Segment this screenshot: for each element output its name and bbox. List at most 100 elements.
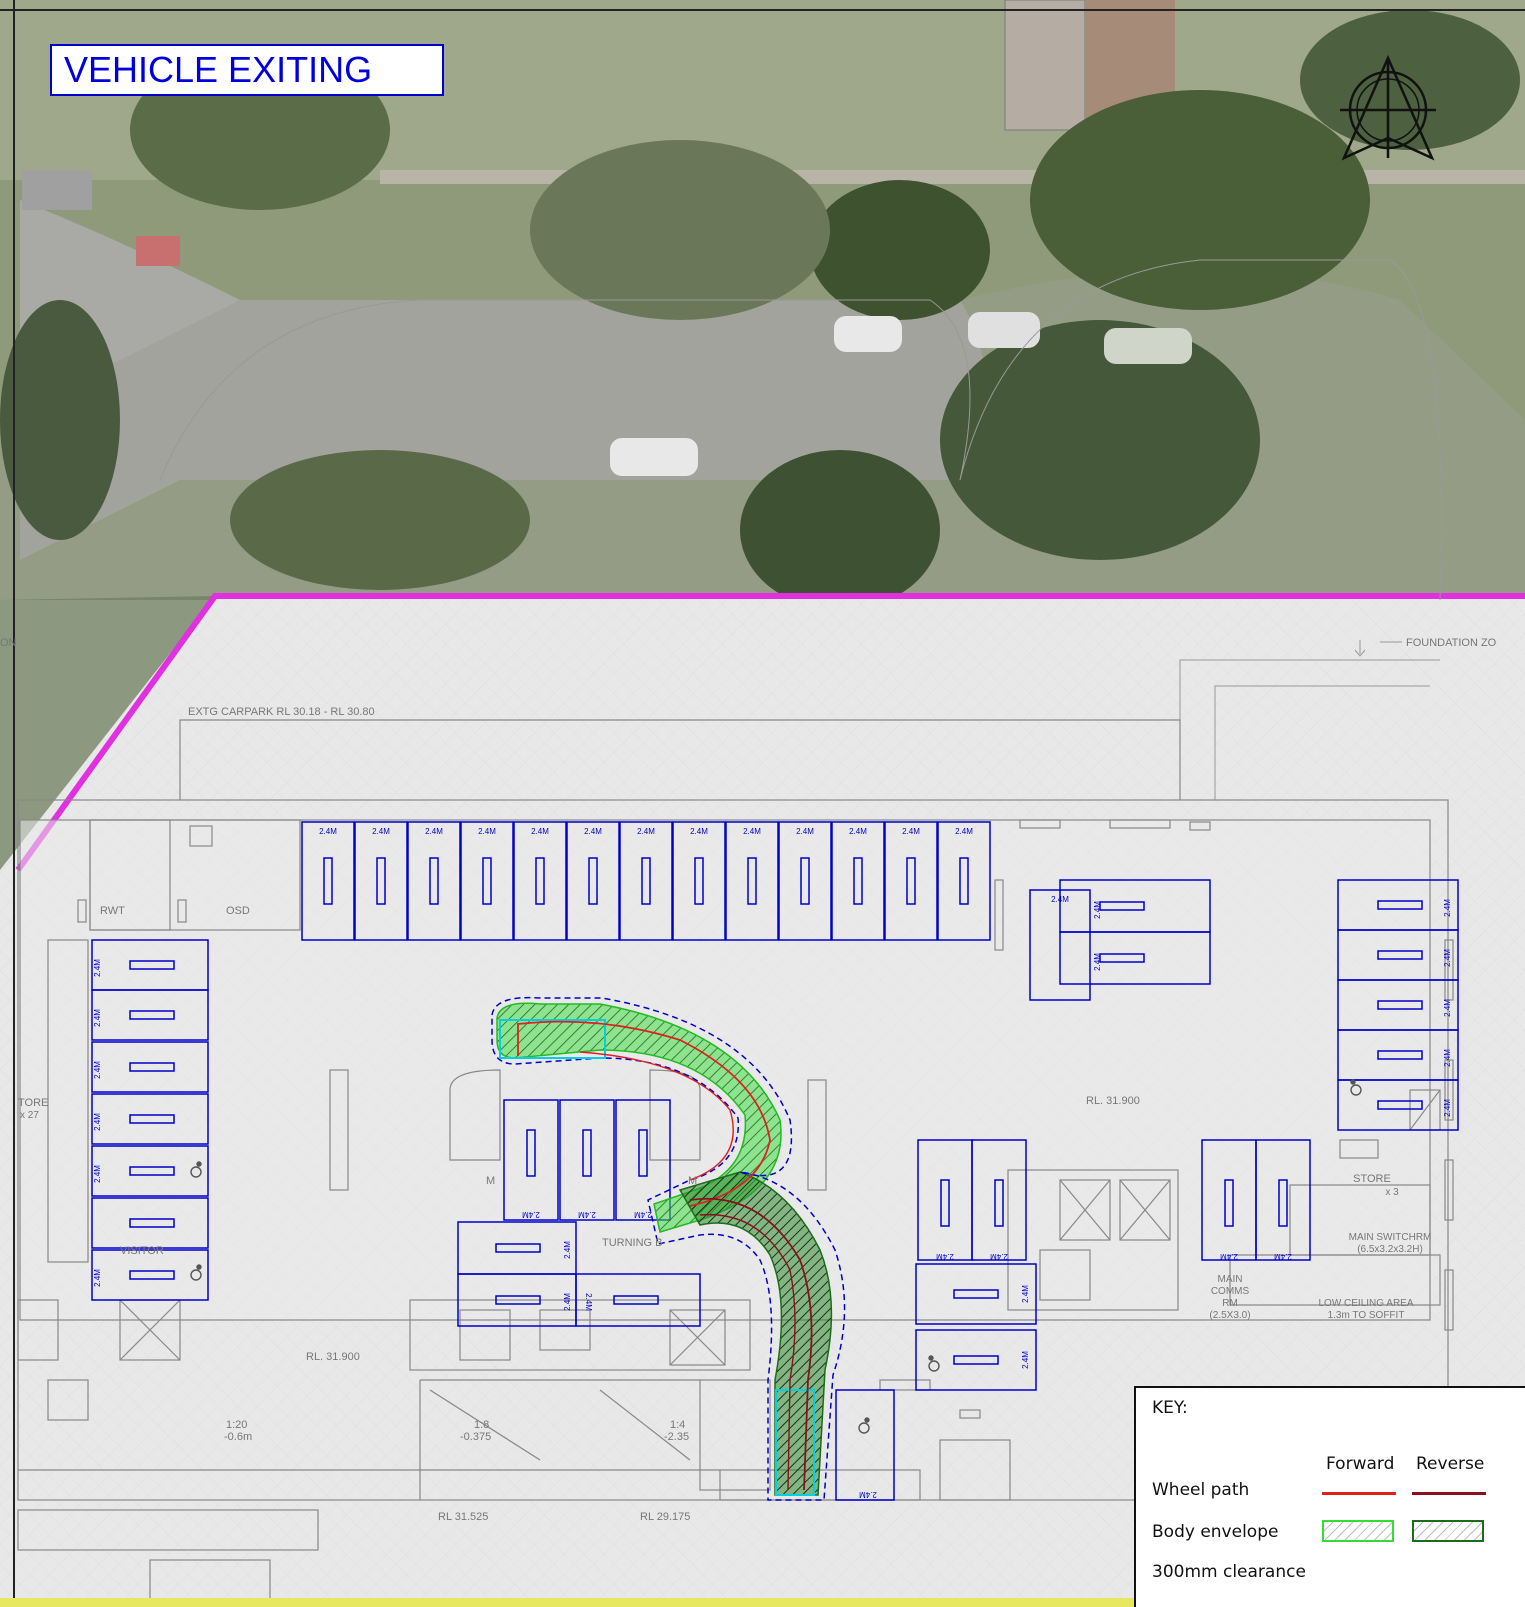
wheel-stop: [129, 1270, 175, 1280]
wheel-stop: [429, 857, 439, 905]
bay-width-label: 2.4M: [1051, 895, 1069, 904]
parking-bay: [1337, 1079, 1459, 1131]
bay-width-label: 2.4M: [690, 827, 708, 836]
ramp3-ratio: 1:4: [670, 1419, 685, 1431]
parking-bay: [937, 821, 991, 941]
store-right-qty: x 3: [1385, 1187, 1399, 1198]
low-ceiling-label: LOW CEILING AREA: [1318, 1298, 1413, 1309]
key-clearance-label: 300mm clearance: [1152, 1562, 1306, 1582]
parking-bay: [566, 821, 620, 941]
rl-center-label: RL. 31.900: [1086, 1095, 1140, 1107]
foundation-zone-lines: [159, 259, 1442, 800]
wheel-stop: [482, 857, 492, 905]
existing-carpark-label: EXTG CARPARK RL 30.18 - RL 30.80: [188, 706, 375, 718]
bay-width-label: 2.4M: [563, 1293, 572, 1311]
key-body-envelope-label: Body envelope: [1152, 1522, 1279, 1542]
wheel-stop: [994, 1179, 1004, 1227]
start-vehicle-outline: [499, 1019, 606, 1059]
wheel-stop: [588, 857, 598, 905]
bay-width-label: 2.4M: [1443, 899, 1452, 917]
parking-bay: [559, 1099, 615, 1221]
parking-bay: [91, 1093, 209, 1145]
wheel-stop: [694, 857, 704, 905]
bay-width-label: 2.4M: [93, 1009, 102, 1027]
wheel-stop: [1377, 900, 1423, 910]
bay-width-label: 2.4M: [1220, 1252, 1238, 1261]
reverse-body-envelope-swatch: [1412, 1520, 1484, 1542]
bay-width-label: 2.4M: [849, 827, 867, 836]
wheel-stop: [1099, 901, 1145, 911]
ramp3-drop: -2.35: [664, 1431, 689, 1443]
site-boundary: [15, 593, 1525, 872]
main-comms-label-1: MAIN: [1218, 1274, 1243, 1285]
main-comms-dims: (2.5X3.0): [1209, 1310, 1250, 1321]
bay-width-label: 2.4M: [936, 1252, 954, 1261]
clearance-outline: [491, 996, 846, 1501]
parking-bay: [971, 1139, 1027, 1261]
bay-width-label: 2.4M: [1443, 1049, 1452, 1067]
parking-bay: [615, 1099, 671, 1221]
parking-bay: [884, 821, 938, 941]
reverse-wheel-path-2: [699, 1213, 796, 1491]
parking-bay: [91, 989, 209, 1041]
bay-width-label: 2.4M: [1443, 949, 1452, 967]
drawing-title: VEHICLE EXITING: [50, 44, 444, 96]
bay-width-label: 2.4M: [1274, 1252, 1292, 1261]
parking-bay: [778, 821, 832, 941]
bay-width-label: 2.4M: [563, 1241, 572, 1259]
ramp2-ratio: 1:8: [474, 1419, 489, 1431]
wheel-stop: [376, 857, 386, 905]
bay-width-label: 2.4M: [578, 1210, 596, 1219]
wheel-stop: [853, 857, 863, 905]
wheel-stop: [1377, 1100, 1423, 1110]
foundation-zone-label-left: ON: [0, 637, 17, 649]
bay-width-label: 2.4M: [634, 1210, 652, 1219]
wheel-stop: [800, 857, 810, 905]
parking-bay: [725, 821, 779, 941]
main-switch-label: MAIN SWITCHRM: [1349, 1232, 1432, 1243]
bay-width-label: 2.4M: [425, 827, 443, 836]
parking-bay: [513, 821, 567, 941]
bay-width-label: 2.4M: [478, 827, 496, 836]
wheel-stop: [129, 1010, 175, 1020]
bay-width-label: 2.4M: [955, 827, 973, 836]
visitor-label: VISITOR: [120, 1245, 164, 1257]
wheel-stop: [1377, 1050, 1423, 1060]
wheel-stop: [129, 1218, 175, 1228]
bay-width-label: 2.4M: [93, 1061, 102, 1079]
reverse-wheel-path: [689, 1197, 813, 1491]
reverse-body-envelope: [678, 1171, 833, 1496]
motorbike-bay-right: M: [688, 1175, 697, 1187]
store-left-label: TORE: [18, 1097, 48, 1109]
wheel-stop: [747, 857, 757, 905]
wheel-stop: [129, 1114, 175, 1124]
wheel-stop: [526, 1129, 536, 1177]
wheel-stop: [638, 1129, 648, 1177]
bay-width-label: 2.4M: [902, 827, 920, 836]
key-title: KEY:: [1152, 1398, 1188, 1418]
forward-body-envelope-swatch: [1322, 1520, 1394, 1542]
accessible-bay-icons: [190, 1079, 1362, 1434]
bay-width-label: 2.4M: [1093, 901, 1102, 919]
parking-bay: [91, 1041, 209, 1093]
wheel-stop: [1224, 1179, 1234, 1227]
ramp1-ratio: 1:20: [226, 1419, 247, 1431]
parking-bay: [301, 821, 355, 941]
parking-bay: [672, 821, 726, 941]
bay-width-label: 2.4M: [93, 959, 102, 977]
key-forward-heading: Forward: [1326, 1454, 1395, 1474]
wheel-stop: [129, 1166, 175, 1176]
bay-width-label: 2.4M: [584, 827, 602, 836]
bay-width-label: 2.4M: [796, 827, 814, 836]
main-comms-label-3: RM: [1222, 1298, 1238, 1309]
parking-bay: [835, 1389, 895, 1501]
wheel-stop: [1377, 1000, 1423, 1010]
wheel-stop: [613, 1295, 659, 1305]
store-left-qty: x 27: [20, 1110, 39, 1121]
parking-bay: [575, 1273, 701, 1327]
wheel-stop: [1278, 1179, 1288, 1227]
ramp1-drop: -0.6m: [224, 1431, 252, 1443]
parking-bay: [407, 821, 461, 941]
